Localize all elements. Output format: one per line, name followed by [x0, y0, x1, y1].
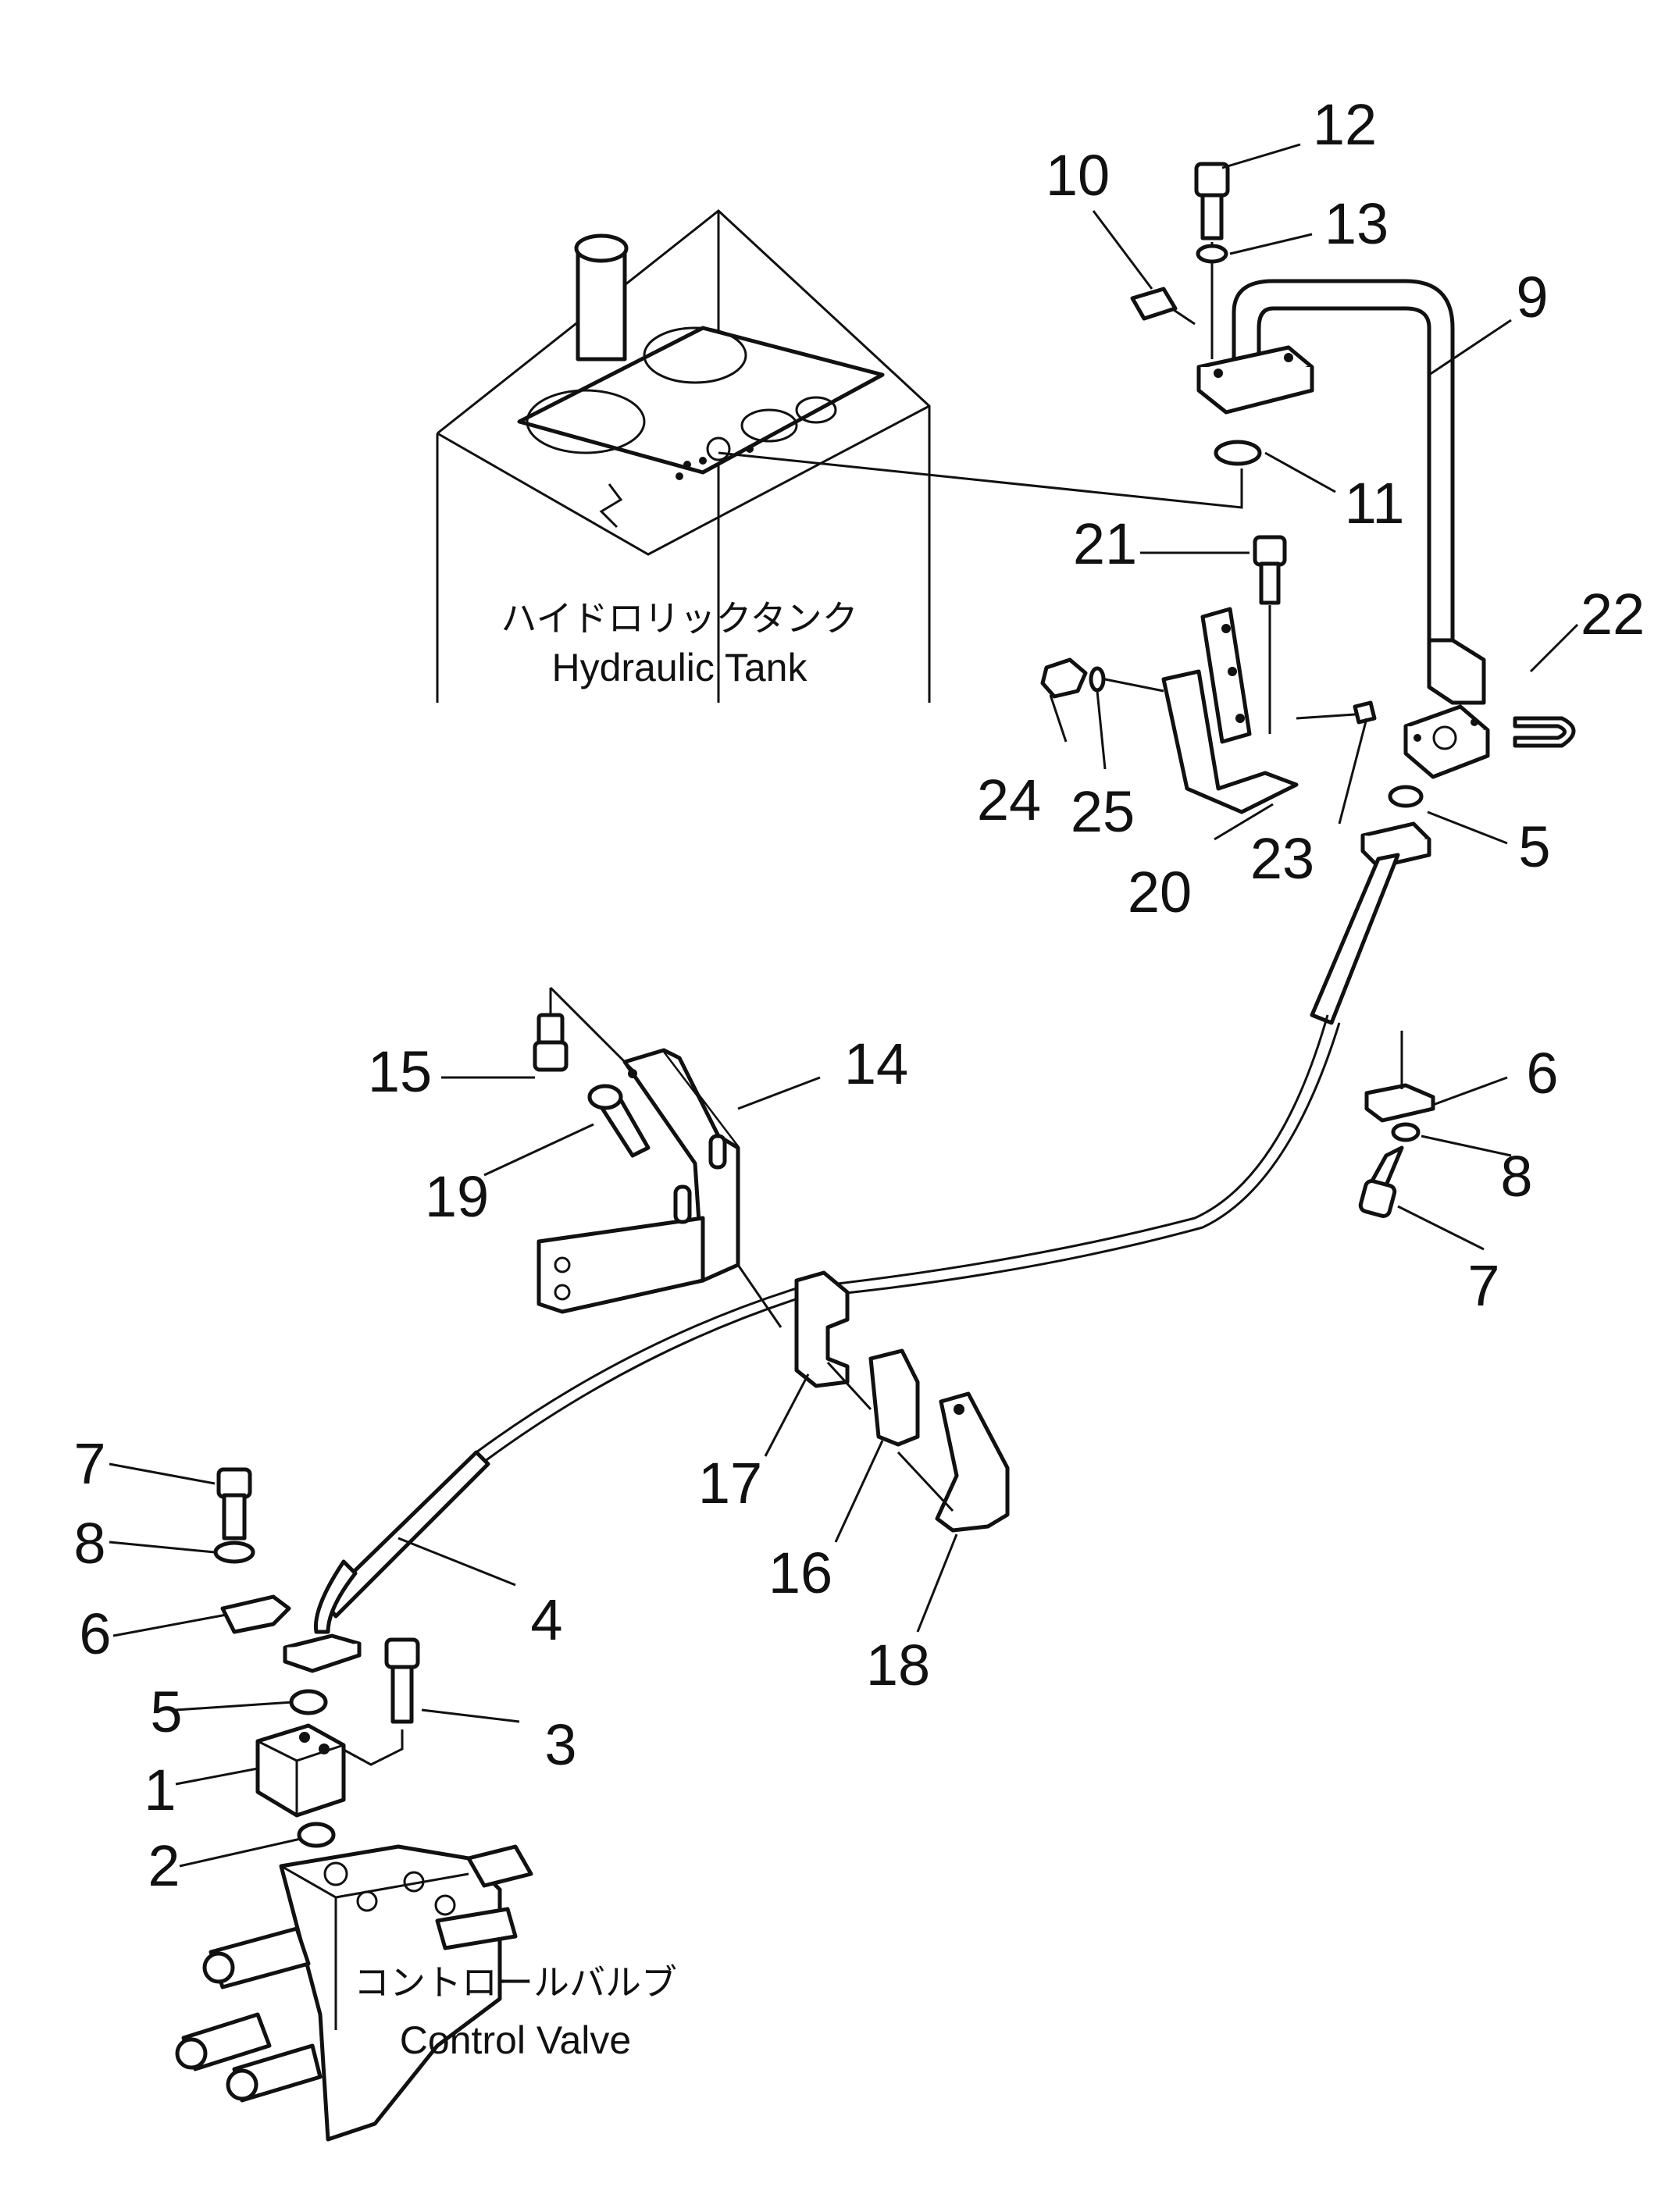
callout-8-top: 8: [1500, 1144, 1532, 1209]
o-ring-5-bottom: [289, 1689, 328, 1715]
callout-2: 2: [148, 1833, 180, 1898]
callout-24: 24: [977, 768, 1041, 832]
callout-7-top: 7: [1467, 1253, 1499, 1318]
control-valve: [175, 1844, 533, 2142]
callout-15: 15: [368, 1039, 432, 1104]
u-bolt-22: [1513, 716, 1576, 748]
block-1: [255, 1723, 346, 1818]
callout-13: 13: [1324, 191, 1389, 256]
bracket-14: [537, 1048, 740, 1314]
hydraulic-tank-label-en: Hydraulic Tank: [551, 646, 807, 689]
spacer-23: [1353, 700, 1377, 725]
callout-numbers: 12 10 13 9 11 21 22 24 25 23 20 5 14 6 1…: [73, 92, 1645, 1898]
nut-24: [1040, 657, 1088, 699]
callout-23: 23: [1250, 826, 1314, 891]
pipe-9: [1196, 279, 1490, 779]
washer-13: [1196, 244, 1228, 264]
callout-6-bottom: 6: [79, 1601, 111, 1666]
callout-20: 20: [1128, 860, 1192, 924]
callout-11: 11: [1345, 471, 1405, 536]
callout-25: 25: [1071, 779, 1135, 844]
bolt-15: [533, 988, 569, 1072]
bolt-7-bottom: [216, 1467, 252, 1541]
callout-7-bottom: 7: [73, 1431, 105, 1496]
lock-washer-25: [1089, 666, 1106, 693]
callout-18: 18: [866, 1633, 930, 1697]
callout-12: 12: [1313, 92, 1377, 157]
callout-5-bottom: 5: [150, 1679, 182, 1744]
flange-half-6-bottom: [220, 1594, 291, 1634]
o-ring-5-top: [1388, 785, 1424, 808]
bolt-19: [587, 1084, 651, 1158]
flange-half-6-top: [1364, 1083, 1435, 1123]
callout-16: 16: [768, 1541, 832, 1605]
hydraulic-tank: [436, 209, 931, 703]
callout-14: 14: [844, 1031, 908, 1096]
callout-9: 9: [1516, 265, 1548, 329]
callout-6-top: 6: [1526, 1041, 1558, 1106]
o-ring-2: [297, 1822, 336, 1848]
callout-1: 1: [144, 1758, 176, 1822]
callout-5-top: 5: [1518, 814, 1550, 879]
clamp-17: [794, 1270, 850, 1388]
callout-8-bottom: 8: [73, 1511, 105, 1576]
hose-4: [283, 821, 1431, 1673]
o-ring-11: [1214, 440, 1262, 466]
callout-21: 21: [1073, 511, 1137, 576]
callout-10: 10: [1046, 143, 1110, 208]
bolt-12: [1194, 162, 1230, 359]
callout-17: 17: [698, 1451, 762, 1516]
bolt-7-top: [1358, 1145, 1404, 1218]
plug-10: [1130, 287, 1178, 321]
clamp-18: [935, 1391, 1010, 1533]
bolt-3: [384, 1637, 420, 1724]
washer-8-bottom: [213, 1541, 255, 1564]
cushion-16: [868, 1348, 920, 1447]
callout-3: 3: [544, 1712, 576, 1777]
washer-8-top: [1391, 1122, 1421, 1142]
hydraulic-tank-label-jp: ハイドロリックタンク: [501, 598, 857, 639]
leader-lines: [109, 143, 1579, 1868]
control-valve-label-jp: コントロールバルブ: [354, 1962, 677, 2003]
callout-22: 22: [1581, 582, 1645, 647]
bracket-20: [1161, 607, 1299, 814]
callout-4: 4: [530, 1587, 562, 1652]
control-valve-label-en: Control Valve: [400, 2018, 631, 2062]
bolt-21: [1253, 535, 1287, 734]
callout-19: 19: [425, 1164, 489, 1229]
